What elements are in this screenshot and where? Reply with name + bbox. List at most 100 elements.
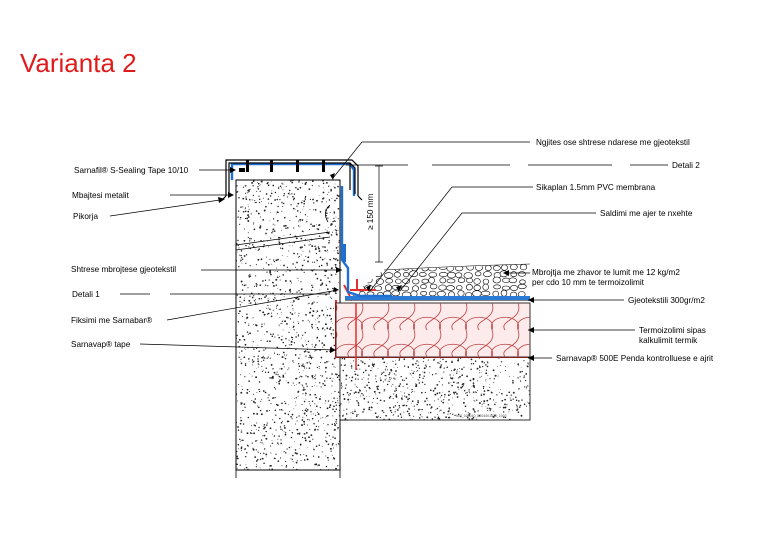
concrete-speckle: [309, 311, 311, 314]
concrete-speckle: [260, 184, 262, 185]
concrete-speckle: [286, 256, 288, 257]
concrete-speckle: [262, 425, 264, 427]
concrete-speckle: [261, 325, 263, 328]
concrete-speckle: [501, 392, 503, 395]
concrete-speckle: [273, 230, 276, 232]
gravel-stone: [517, 283, 527, 289]
concrete-speckle: [364, 369, 367, 372]
concrete-speckle: [276, 304, 279, 307]
concrete-speckle: [237, 341, 239, 343]
concrete-speckle: [327, 277, 329, 279]
concrete-speckle: [307, 319, 309, 321]
concrete-speckle: [341, 424, 343, 427]
concrete-speckle: [337, 207, 340, 210]
concrete-speckle: [241, 257, 243, 259]
concrete-speckle: [305, 455, 308, 457]
concrete-speckle: [269, 464, 272, 467]
concrete-speckle: [350, 417, 352, 419]
concrete-speckle: [466, 391, 468, 394]
concrete-speckle: [276, 219, 279, 222]
concrete-speckle: [377, 385, 380, 387]
concrete-speckle: [238, 254, 240, 256]
concrete-speckle: [246, 388, 249, 391]
concrete-speckle: [378, 391, 381, 394]
concrete-speckle: [303, 412, 306, 415]
concrete-speckle: [298, 334, 300, 336]
concrete-speckle: [237, 458, 239, 460]
label-hot-air-welding: Saldimi me ajer te nxehte: [600, 209, 693, 218]
concrete-speckle: [315, 396, 317, 399]
concrete-speckle: [249, 302, 252, 304]
concrete-speckle: [504, 403, 506, 406]
concrete-speckle: [295, 404, 297, 406]
concrete-speckle: [299, 354, 301, 356]
concrete-speckle: [354, 383, 356, 385]
concrete-speckle: [305, 432, 308, 434]
concrete-speckle: [332, 336, 335, 339]
concrete-speckle: [305, 314, 307, 316]
concrete-speckle: [296, 460, 298, 462]
concrete-speckle: [239, 422, 242, 425]
concrete-speckle: [265, 367, 268, 369]
concrete-speckle: [306, 219, 308, 221]
concrete-speckle: [256, 412, 259, 415]
concrete-speckle: [283, 431, 285, 433]
concrete-speckle: [316, 385, 318, 387]
concrete-speckle: [312, 198, 314, 201]
concrete-speckle: [296, 432, 299, 435]
concrete-speckle: [265, 348, 267, 350]
concrete-speckle: [399, 383, 402, 385]
concrete-speckle: [267, 285, 269, 287]
concrete-speckle: [326, 212, 328, 214]
concrete-speckle: [357, 378, 359, 380]
concrete-speckle: [240, 261, 241, 262]
concrete-speckle: [242, 206, 244, 208]
concrete-speckle: [393, 414, 395, 416]
concrete-speckle: [439, 410, 441, 412]
concrete-speckle: [442, 401, 445, 404]
concrete-speckle: [272, 298, 275, 301]
concrete-speckle: [468, 390, 470, 392]
concrete-speckle: [265, 456, 267, 458]
concrete-speckle: [523, 403, 526, 406]
concrete-speckle: [504, 398, 506, 401]
concrete-speckle: [290, 436, 293, 439]
concrete-speckle: [236, 358, 237, 360]
concrete-speckle: [240, 419, 243, 422]
concrete-speckle: [292, 309, 294, 311]
concrete-speckle: [248, 238, 251, 240]
concrete-speckle: [248, 303, 250, 304]
concrete-speckle: [267, 397, 269, 399]
concrete-speckle: [454, 414, 456, 417]
concrete-speckle: [260, 239, 262, 242]
concrete-speckle: [527, 363, 529, 365]
concrete-speckle: [258, 248, 261, 250]
concrete-speckle: [411, 388, 413, 391]
concrete-speckle: [333, 211, 336, 214]
concrete-speckle: [493, 381, 495, 383]
concrete-speckle: [285, 460, 287, 463]
concrete-speckle: [304, 367, 306, 369]
concrete-speckle: [248, 246, 250, 248]
concrete-speckle: [465, 410, 467, 412]
concrete-speckle: [434, 358, 435, 360]
concrete-speckle: [239, 296, 242, 299]
concrete-speckle: [256, 391, 258, 393]
concrete-speckle: [404, 392, 405, 394]
concrete-speckle: [379, 379, 382, 382]
concrete-speckle: [321, 342, 324, 344]
concrete-speckle: [314, 209, 317, 211]
concrete-speckle: [302, 294, 304, 296]
concrete-speckle: [371, 402, 373, 404]
concrete-speckle: [492, 410, 494, 412]
concrete-speckle: [520, 367, 522, 369]
concrete-speckle: [485, 378, 487, 380]
concrete-speckle: [281, 402, 283, 405]
concrete-speckle: [343, 398, 346, 400]
concrete-speckle: [337, 218, 339, 220]
concrete-speckle: [399, 413, 402, 415]
gravel-stone: [517, 291, 526, 296]
concrete-speckle: [247, 232, 249, 234]
concrete-speckle: [254, 301, 257, 303]
concrete-speckle: [327, 424, 329, 426]
